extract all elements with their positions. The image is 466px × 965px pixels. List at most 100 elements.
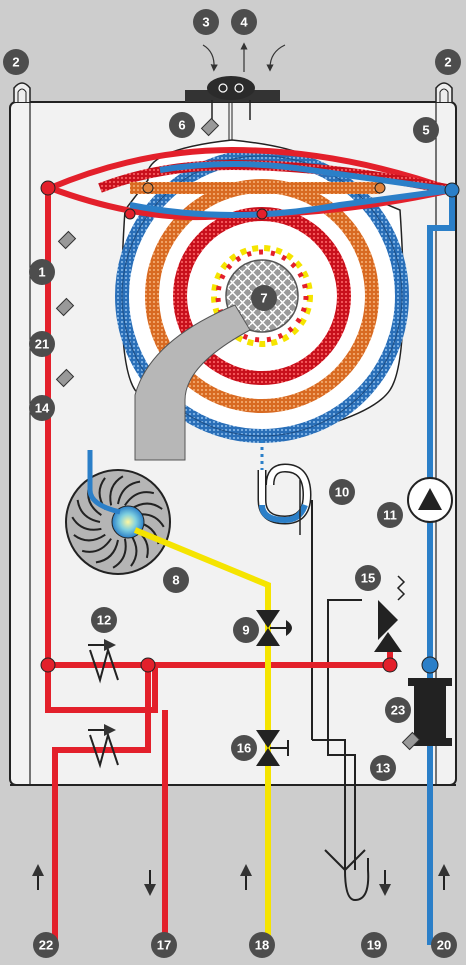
callout-c8: 8 xyxy=(163,567,189,593)
callout-c5: 5 xyxy=(413,117,439,143)
fan-blade xyxy=(71,516,102,531)
callout-badge-circle xyxy=(169,112,195,138)
callout-number: 20 xyxy=(437,938,451,953)
fan-blade xyxy=(112,538,127,569)
gas-pipework xyxy=(133,527,271,945)
callout-c7: 7 xyxy=(251,285,277,311)
manifold-loops xyxy=(48,146,454,221)
callout-number: 15 xyxy=(361,571,375,586)
callout-badge-circle xyxy=(385,697,411,723)
callout-number: 14 xyxy=(35,401,50,416)
callout-number: 13 xyxy=(376,761,390,776)
callout-number: 5 xyxy=(422,123,429,138)
callout-number: 11 xyxy=(383,508,397,523)
callout-c2a: 2 xyxy=(3,49,29,75)
callout-number: 23 xyxy=(391,703,405,718)
callout-c14: 14 xyxy=(29,395,55,421)
callout-badge-circle xyxy=(3,49,29,75)
flue-terminal-icon xyxy=(185,76,280,140)
sensor-icon xyxy=(55,117,421,751)
callout-c10: 10 xyxy=(329,479,355,505)
callout-badge-circle xyxy=(329,479,355,505)
callout-number: 22 xyxy=(39,938,53,953)
expansion-vessel xyxy=(408,678,452,746)
callout-badge-circle xyxy=(251,285,277,311)
callout-badge-circle xyxy=(355,565,381,591)
callout-number: 12 xyxy=(97,613,111,628)
callout-badge-circle xyxy=(361,932,387,958)
callout-badge-circle xyxy=(377,502,403,528)
callout-number: 4 xyxy=(240,15,248,30)
callout-badge-circle xyxy=(231,9,257,35)
pipe-junctions xyxy=(40,180,460,674)
callout-badge-circle xyxy=(231,735,257,761)
callout-badge-circle xyxy=(91,607,117,633)
callout-c3: 3 xyxy=(193,9,219,35)
fan-blade xyxy=(76,499,101,523)
return-pipework xyxy=(427,190,455,945)
callout-number: 7 xyxy=(260,291,267,306)
callout-c18: 18 xyxy=(249,932,275,958)
fan-blade xyxy=(95,539,119,564)
fan-blade xyxy=(109,475,124,506)
callout-badge-circle xyxy=(233,617,259,643)
callout-badge-circle xyxy=(29,331,55,357)
callout-badge-circle xyxy=(435,49,461,75)
callout-number: 6 xyxy=(178,118,185,133)
fan-blade xyxy=(124,491,155,506)
non-return-valve-icon xyxy=(88,639,119,769)
callout-number: 21 xyxy=(35,337,49,352)
callout-c11: 11 xyxy=(377,502,403,528)
callout-badge-circle xyxy=(193,9,219,35)
callout-number: 2 xyxy=(444,55,451,70)
callout-c22: 22 xyxy=(33,932,59,958)
fan-blade xyxy=(81,538,112,553)
callout-number: 1 xyxy=(38,265,45,280)
hanging-bracket-right xyxy=(435,82,453,102)
callout-badge-circle xyxy=(249,932,275,958)
callout-badge-circle xyxy=(163,567,189,593)
callout-badge-circle xyxy=(29,395,55,421)
callout-c13: 13 xyxy=(370,755,396,781)
fan-blade xyxy=(117,480,141,505)
callout-c9: 9 xyxy=(233,617,259,643)
connection-arrows xyxy=(32,864,450,896)
gas-valve-icon xyxy=(256,610,292,646)
hanging-bracket-left xyxy=(13,82,31,102)
callout-number: 2 xyxy=(12,55,19,70)
callout-c20: 20 xyxy=(431,932,457,958)
callout-c12: 12 xyxy=(91,607,117,633)
callout-badge-circle xyxy=(431,932,457,958)
callout-c21: 21 xyxy=(29,331,55,357)
callout-c16: 16 xyxy=(231,735,257,761)
callout-c2b: 2 xyxy=(435,49,461,75)
callout-badge-circle xyxy=(33,932,59,958)
siphon-icon xyxy=(257,440,313,740)
callout-c17: 17 xyxy=(151,932,177,958)
callout-number: 10 xyxy=(335,485,349,500)
callout-c23: 23 xyxy=(385,697,411,723)
callout-badge-circle xyxy=(151,932,177,958)
callout-number: 3 xyxy=(202,15,209,30)
pressure-relief-valve-icon xyxy=(327,575,406,652)
gas-cock-icon xyxy=(256,730,289,766)
callout-badge-circle xyxy=(29,259,55,285)
callout-c15: 15 xyxy=(355,565,381,591)
fan-blade xyxy=(73,533,106,542)
callout-number: 16 xyxy=(237,741,251,756)
air-intake-arrows xyxy=(202,42,286,72)
fan-icon xyxy=(65,450,171,575)
drain-lines xyxy=(312,620,370,902)
callout-badge-circle xyxy=(370,755,396,781)
callout-c19: 19 xyxy=(361,932,387,958)
callout-number: 18 xyxy=(255,938,269,953)
callout-badge-circle xyxy=(413,117,439,143)
callout-c4: 4 xyxy=(231,9,257,35)
callout-number: 9 xyxy=(242,623,249,638)
callout-number: 19 xyxy=(367,938,381,953)
callout-number: 17 xyxy=(157,938,171,953)
callout-c6: 6 xyxy=(169,112,195,138)
combustion-duct xyxy=(134,304,251,461)
